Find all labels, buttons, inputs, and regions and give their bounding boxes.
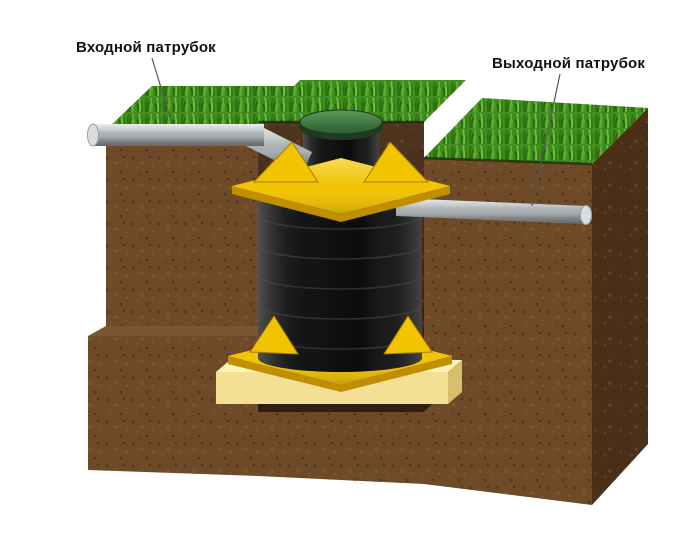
tank-rib-2: [257, 244, 423, 260]
top-right-gusset: [363, 141, 430, 183]
outlet-pipe-end-cap: [580, 205, 592, 225]
outlet-pipe-label: Выходной патрубок: [492, 55, 645, 72]
top-plate-thickness: [232, 186, 450, 222]
outlet-leader-line: [531, 73, 561, 207]
outlet-pipe: [396, 198, 592, 225]
bottom-right-gusset: [383, 315, 433, 355]
soil-left-front-texture: [106, 130, 258, 326]
top-anchor-plate: [232, 141, 450, 222]
bottom-plate-gussets: [249, 315, 433, 355]
septic-tank: [257, 190, 423, 372]
tank-rib-3: [257, 274, 423, 290]
inlet-pipe-end-cap: [87, 123, 99, 147]
slab-right-side-face: [448, 360, 462, 404]
inlet-leader-line: [151, 57, 173, 125]
tank-lid: [299, 109, 383, 140]
grass-back-strip-blades: [258, 80, 466, 122]
tank-rib-1: [257, 214, 423, 230]
grass-right-top-blades: [424, 98, 648, 164]
inlet-pipe-run-shading: [92, 124, 264, 146]
tank-cylinder-shading: [258, 190, 422, 372]
inlet-pipe-label: Входной патрубок: [76, 39, 216, 56]
bottom-plate-thickness: [228, 356, 452, 392]
grass-edge-shadow-right: [423, 156, 593, 166]
outlet-pipe-run-shading: [396, 198, 586, 224]
soil-ledge-top: [88, 326, 258, 336]
tank-rib-4: [257, 304, 423, 320]
soil-right-side-texture: [592, 108, 648, 505]
soil-right-front-texture: [424, 158, 592, 505]
grass-surface: [106, 80, 648, 166]
soil-front-lower-texture: [258, 412, 424, 484]
grass-left-top-blades: [106, 86, 302, 130]
annotations: Входной патрубок Выходной патрубок: [76, 39, 645, 207]
lid-top: [299, 109, 383, 135]
soil-ledge-front-texture: [88, 336, 258, 476]
bottom-left-gusset: [249, 315, 299, 355]
top-left-gusset: [252, 141, 319, 183]
